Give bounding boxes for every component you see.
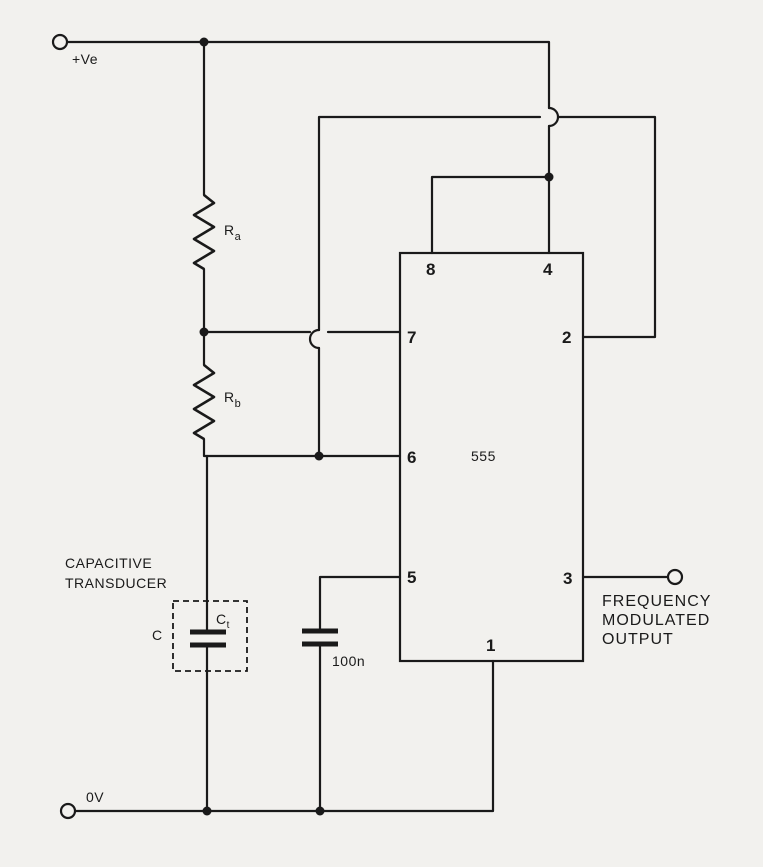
supply-rail: +Ve [51, 33, 560, 255]
ct-label: Ct [216, 611, 230, 631]
pin8-wire [430, 175, 551, 255]
supply-label: +Ve [72, 51, 98, 67]
pin-3-label: 3 [563, 569, 572, 588]
supply-crossover-hop [547, 106, 560, 128]
cap-100n-label: 100n [332, 653, 365, 669]
pin-8-label: 8 [426, 260, 435, 279]
loop-top-wire-left [317, 115, 542, 332]
control-capacitor: 100n [302, 575, 402, 810]
pin5-wire [318, 575, 402, 631]
ground-rail: 0V [59, 659, 495, 820]
resistor-rb [192, 363, 216, 441]
c-label: C [152, 627, 163, 643]
rb-label: Rb [224, 389, 241, 410]
ic-555-body [398, 251, 585, 663]
ic-555: 555 8 4 7 2 6 5 3 1 [398, 251, 585, 663]
transducer-label-line1: CAPACITIVE [65, 555, 152, 571]
output-terminal [666, 568, 684, 586]
trigger-threshold-loop [308, 115, 657, 461]
pin-4-label: 4 [543, 260, 553, 279]
transducer-boundary [172, 600, 248, 672]
ground-junction-capacitor [315, 806, 325, 816]
supply-wire [66, 40, 551, 110]
ra-label: Ra [224, 222, 242, 243]
ground-junction-transducer [202, 806, 212, 816]
capacitive-transducer: CAPACITIVE TRANSDUCER C Ct [65, 454, 248, 810]
output-section: FREQUENCY MODULATED OUTPUT [581, 568, 711, 648]
ground-label: 0V [86, 789, 104, 805]
pin4-pin8-junction [544, 172, 554, 182]
pin-2-label: 2 [562, 328, 571, 347]
supply-terminal [51, 33, 69, 51]
pin6-wire [202, 437, 402, 458]
resistor-ra [192, 193, 216, 271]
loop-crossover-hop [308, 328, 321, 350]
output-label-line2: MODULATED [602, 612, 710, 629]
pin-5-label: 5 [407, 568, 416, 587]
timing-network: Ra Rb [192, 40, 402, 458]
output-label-line1: FREQUENCY [602, 593, 711, 610]
pin-7-label: 7 [407, 328, 416, 347]
pin-6-label: 6 [407, 448, 416, 467]
output-label-line3: OUTPUT [602, 631, 674, 648]
loop-top-wire-right [556, 115, 657, 339]
ground-wire [74, 659, 495, 813]
pin-1-label: 1 [486, 636, 495, 655]
ground-terminal [59, 802, 77, 820]
ic-555-label: 555 [471, 448, 496, 464]
transducer-label-line2: TRANSDUCER [65, 575, 167, 591]
